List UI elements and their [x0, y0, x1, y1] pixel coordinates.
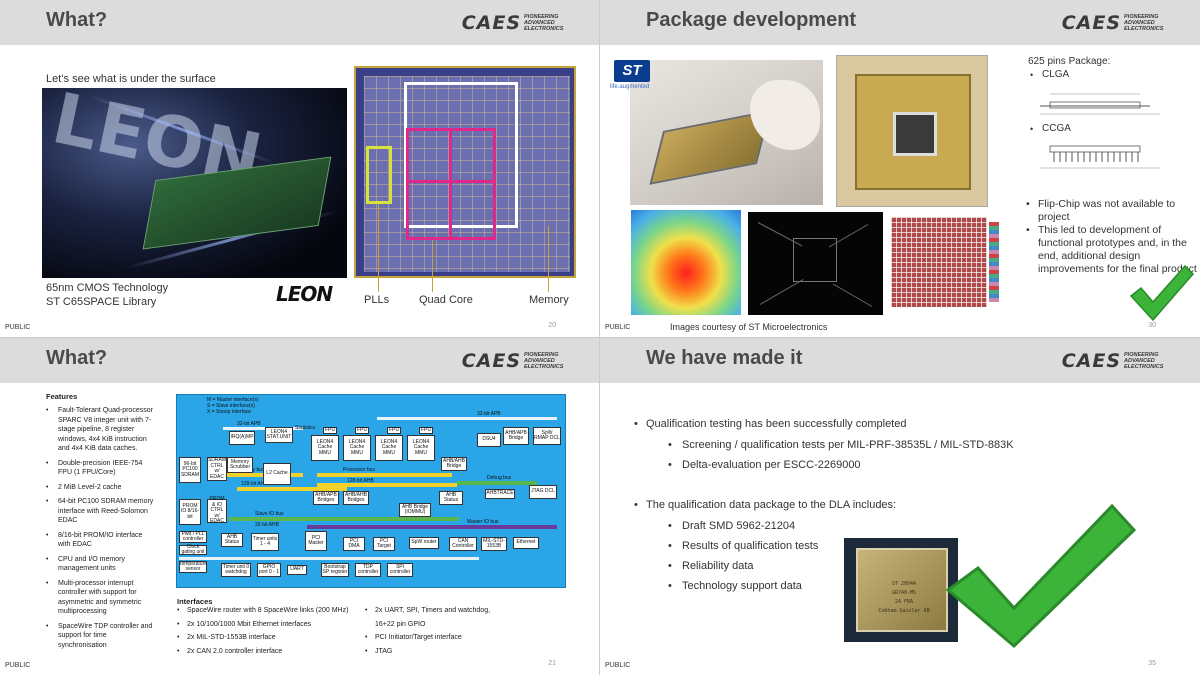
pin-map-legend [989, 222, 999, 302]
list-item: The qualification data package to the DL… [634, 499, 896, 511]
clga-drawing [1040, 93, 1160, 115]
leon-logo: LEON [276, 282, 333, 306]
feature-item: Double-precision IEEE-754 FPU (1 FPU/Cor… [46, 459, 154, 478]
diagram-legend: M = Master interface(s) S = Slave interf… [207, 397, 259, 415]
list-item: Delta-evaluation per ESCC-2269000 [668, 459, 861, 471]
thermal-map-image [631, 210, 741, 315]
slide-what-1: What? CAES PIONEERING ADVANCED ELECTRONI… [0, 0, 600, 337]
slide-what-2: What? CAES PIONEERING ADVANCED ELECTRONI… [0, 338, 600, 675]
feature-item: 8/16-bit PROM/IO interface with EDAC [46, 531, 154, 550]
gr740-chip-photo: ST 2004A GR740-MS 24 FRA Cobham Gaisler … [844, 538, 958, 642]
slide-header: Package development CAES PIONEERING ADVA… [600, 0, 1200, 45]
caes-logo-word: CAES [1061, 12, 1121, 34]
note-item: Flip-Chip was not available to project [1024, 198, 1200, 224]
page-number: 30 [1148, 322, 1156, 329]
interface-item: SpaceWire router with 8 SpaceWire links … [177, 604, 367, 618]
list-item: Technology support data [668, 580, 802, 592]
interface-item: 16+22 pin GPIO [375, 620, 426, 628]
page-number: 20 [548, 322, 556, 329]
list-item: Screening / qualification tests per MIL-… [668, 439, 1014, 451]
feature-item: SpaceWire TDP controller and support for… [46, 622, 154, 651]
caes-logo-tagline: PIONEERING ADVANCED ELECTRONICS [524, 352, 564, 370]
slide-divider [599, 0, 600, 675]
st-tagline: life.augmented [610, 84, 650, 90]
public-label: PUBLIC [5, 662, 31, 669]
pins-package-title: 625 pins Package: [1028, 56, 1111, 67]
gr740-block-diagram: M = Master interface(s) S = Slave interf… [176, 394, 566, 588]
slide-we-have-made-it: We have made it CAES PIONEERING ADVANCED… [600, 338, 1200, 675]
image-credit: Images courtesy of ST Microelectronics [670, 322, 828, 332]
leon-board-photo: LEON [42, 88, 347, 278]
technology-text: 65nm CMOS Technology ST C65SPACE Library [46, 282, 169, 308]
clga-label: CLGA [1042, 69, 1070, 80]
plls-label: PLLs [364, 294, 390, 306]
note-item: This led to development of functional pr… [1024, 224, 1200, 276]
interface-item: 2x UART, SPI, Timers and watchdog, [375, 607, 491, 614]
feature-item: Fault-Tolerant Quad-processor SPARC V8 i… [46, 406, 154, 454]
flip-chip-notes: Flip-Chip was not available to project T… [1024, 198, 1200, 276]
caes-logo-tagline: PIONEERING ADVANCED ELECTRONICS [524, 14, 564, 32]
package-handling-photo [630, 60, 823, 205]
list-item: Results of qualification tests [668, 540, 818, 552]
caes-logo: CAES PIONEERING ADVANCED ELECTRONICS [1062, 12, 1170, 34]
interface-item: 2x MIL-STD-1553B interface [177, 631, 367, 645]
caes-logo-tagline: PIONEERING ADVANCED ELECTRONICS [1124, 352, 1164, 370]
caes-logo: CAES PIONEERING ADVANCED ELECTRONICS [462, 350, 570, 372]
slide-header: What? CAES PIONEERING ADVANCED ELECTRONI… [0, 0, 600, 45]
package-top-photo [836, 55, 988, 207]
slide-title: We have made it [646, 347, 803, 369]
pin-map-image [891, 217, 987, 307]
page-number: 35 [1148, 660, 1156, 667]
interfaces-list-right: •2x UART, SPI, Timers and watchdog, 16+2… [365, 607, 491, 655]
slide-header: We have made it CAES PIONEERING ADVANCED… [600, 338, 1200, 383]
caes-logo-word: CAES [461, 350, 521, 372]
ccga-label: CCGA [1042, 123, 1071, 134]
memory-label: Memory [529, 294, 569, 306]
st-logo: ST [614, 60, 650, 82]
memory-region [404, 82, 518, 228]
quad-core-label: Quad Core [419, 294, 473, 306]
caes-logo: CAES PIONEERING ADVANCED ELECTRONICS [1062, 350, 1170, 372]
ccga-drawing [1040, 145, 1160, 169]
caes-logo-tagline: PIONEERING ADVANCED ELECTRONICS [1124, 14, 1164, 32]
caes-logo-word: CAES [461, 12, 521, 34]
page-number: 21 [548, 660, 556, 667]
list-item: Reliability data [668, 560, 753, 572]
interfaces-title: Interfaces [177, 597, 213, 606]
interface-item: 2x 10/100/1000 Mbit Ethernet interfaces [177, 618, 367, 632]
checkmark-icon [1129, 264, 1195, 322]
interface-item: PCI Initiator/Target interface [375, 634, 462, 641]
intro-text: Let’s see what is under the surface [46, 73, 216, 85]
slide-title: What? [46, 347, 108, 369]
list-item: Draft SMD 5962-21204 [668, 520, 795, 532]
public-label: PUBLIC [605, 662, 631, 669]
feature-item: 2 MiB Level-2 cache [46, 483, 154, 493]
feature-item: CPU and I/O memory management units [46, 555, 154, 574]
slide-header: What? CAES PIONEERING ADVANCED ELECTRONI… [0, 338, 600, 383]
chip-die-image [354, 66, 576, 278]
features-title: Features [46, 392, 78, 401]
slide-package-development: Package development CAES PIONEERING ADVA… [600, 0, 1200, 337]
interface-item: 2x CAN 2.0 controller interface [177, 645, 367, 659]
slide-title: Package development [646, 9, 857, 31]
list-item: Qualification testing has been successfu… [634, 418, 907, 430]
slide-divider [0, 337, 1200, 338]
public-label: PUBLIC [605, 324, 631, 331]
public-label: PUBLIC [5, 324, 31, 331]
slide-title: What? [46, 9, 108, 31]
feature-item: Multi-processor interrupt controller wit… [46, 579, 154, 617]
caes-logo-word: CAES [1061, 350, 1121, 372]
features-list: Fault-Tolerant Quad-processor SPARC V8 i… [46, 406, 154, 655]
feature-item: 64-bit PC100 SDRAM memory interface with… [46, 497, 154, 526]
xray-image [748, 212, 883, 315]
caes-logo: CAES PIONEERING ADVANCED ELECTRONICS [462, 12, 570, 34]
plls-region [366, 146, 392, 204]
checkmark-icon [945, 503, 1137, 649]
interface-item: JTAG [375, 647, 393, 655]
interfaces-list-left: SpaceWire router with 8 SpaceWire links … [177, 604, 367, 658]
